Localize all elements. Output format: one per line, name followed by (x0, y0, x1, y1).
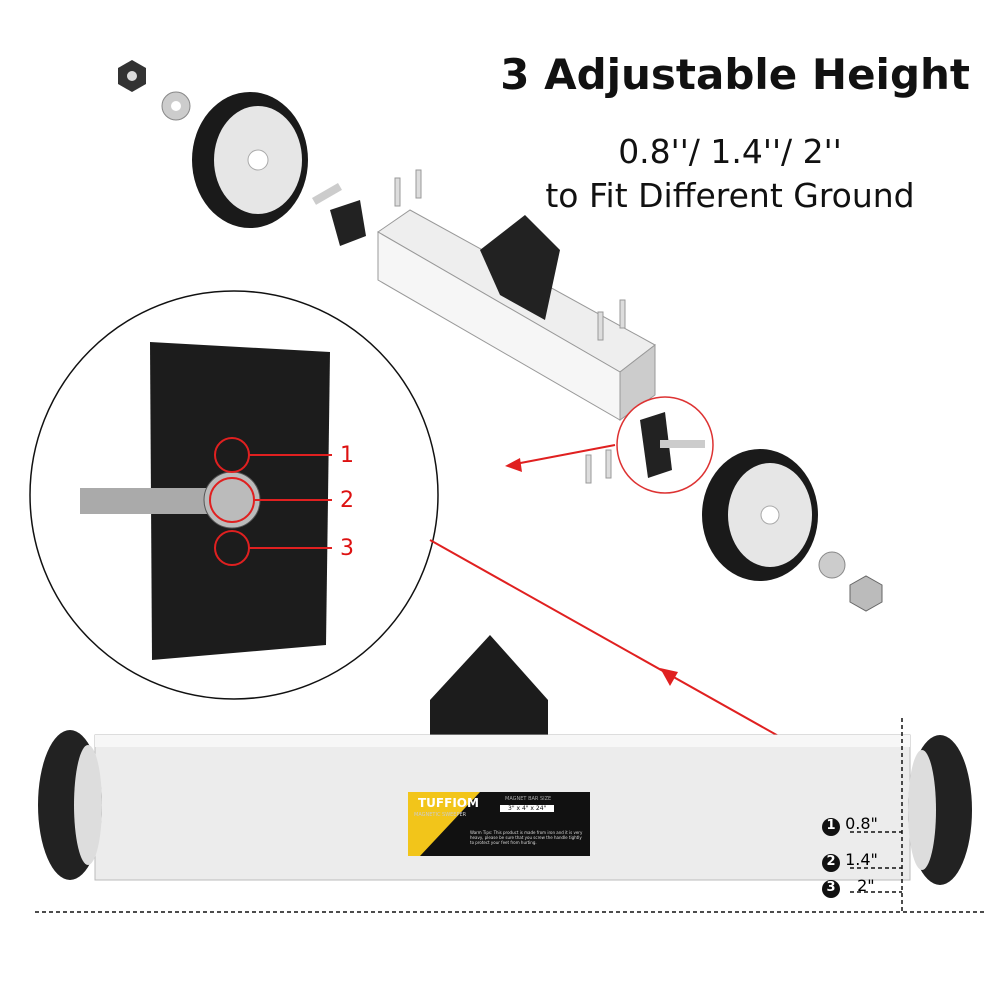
label-tip: Warm Tips: This product is made from iro… (470, 830, 583, 845)
exploded-parts (118, 60, 656, 484)
heading-title: 3 Adjustable Height (500, 50, 970, 99)
label-brand: TUFFIOM (418, 796, 479, 810)
label-tagline: MAGNETIC SWEEPER (414, 812, 467, 818)
bracket-top (330, 200, 366, 246)
magnetic-sweeper (38, 635, 972, 885)
height-2: 2 1.4" (822, 850, 878, 872)
height-1: 1 0.8" (822, 814, 878, 836)
washer-bottom (818, 551, 846, 579)
inset-position-2: 2 (340, 488, 354, 513)
arrow-line-1 (509, 444, 616, 466)
axle-bolt-top (312, 183, 342, 205)
height-3: 3 2" (822, 876, 875, 898)
handle-mount (480, 215, 560, 320)
dimension-lines (35, 718, 985, 913)
hex-nut-bottom (849, 575, 883, 612)
adjust-bolt (80, 488, 220, 514)
label-size: 3" x 4" x 24" (500, 805, 555, 812)
inset-position-3: 3 (340, 536, 354, 561)
label-size-heading: MAGNET BAR SIZE (505, 796, 552, 802)
inset-position-1: 1 (340, 443, 354, 468)
heading-heights: 0.8''/ 1.4''/ 2'' (618, 132, 842, 171)
heading-subtitle: to Fit Different Ground (545, 176, 915, 215)
